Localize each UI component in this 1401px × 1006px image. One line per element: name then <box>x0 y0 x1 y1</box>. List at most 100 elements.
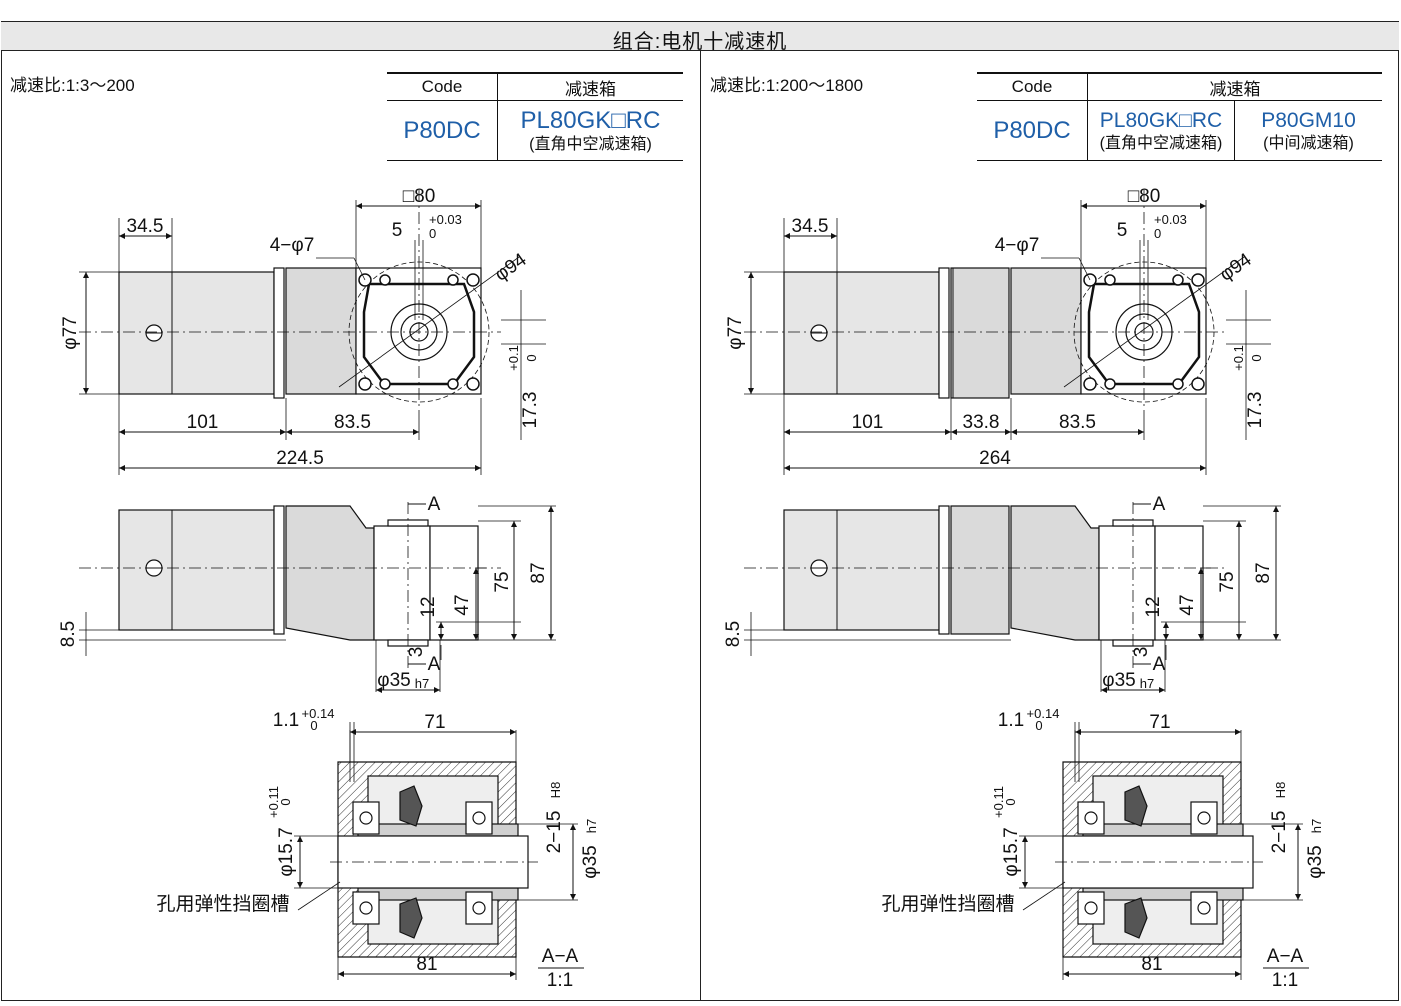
arrow-head <box>119 429 125 435</box>
arrow-head <box>1075 729 1081 735</box>
dim-len-motor: 101 <box>852 412 884 433</box>
dim-bore-tol-bot: 0 <box>278 798 293 805</box>
arrow-head <box>434 687 440 693</box>
gear-tooth-bottom <box>1124 897 1148 939</box>
arrow-head <box>951 429 957 435</box>
section-a-bottom: A <box>428 654 441 675</box>
dim-h-12: 12 <box>418 596 439 617</box>
left-col-code: Code <box>387 72 498 101</box>
arrow-head <box>570 824 576 830</box>
arrow-head <box>1235 729 1241 735</box>
mount-hole <box>466 273 480 287</box>
gearbox-body <box>285 267 357 395</box>
mount-hole <box>1104 378 1116 390</box>
dim-key: 5 <box>392 220 403 241</box>
arrow-head <box>510 729 516 735</box>
motor-body <box>783 271 940 395</box>
dim-w-81: 81 <box>1141 954 1162 975</box>
dim-key-tol-top: +0.03 <box>1154 212 1187 227</box>
arrow-head <box>784 233 790 239</box>
dim-dia-35: φ35 <box>377 670 410 691</box>
dim-gap-tol-top: +0.14 <box>302 706 335 721</box>
arrow-head <box>1159 687 1165 693</box>
bearing-ball <box>359 811 373 825</box>
bearing-ball <box>359 901 373 915</box>
section-a-top: A <box>428 494 441 515</box>
dim-gap: 1.1 <box>998 710 1024 731</box>
dim-w-81: 81 <box>416 954 437 975</box>
pcd-leader <box>338 256 520 388</box>
dim-h-8-5: 8.5 <box>58 621 79 647</box>
dim-h7: h7 <box>415 676 429 691</box>
arrow-head <box>350 729 356 735</box>
left-code-table: Code 减速箱 P80DC PL80GK□RC(直角中空减速箱) <box>387 72 683 161</box>
right-model: PL80GK□RC <box>1099 108 1223 132</box>
dim-len-gear: 83.5 <box>1059 412 1096 433</box>
bearing-ball <box>1197 901 1211 915</box>
dim-pcd: φ94 <box>1216 249 1256 286</box>
bearing-ball <box>472 811 486 825</box>
dim-bore-tol-top: +0.11 <box>266 786 281 818</box>
mount-hole <box>447 378 459 390</box>
arrow-head <box>1273 506 1279 512</box>
mid-gearbox <box>950 267 1010 399</box>
mount-hole <box>379 378 391 390</box>
dim-H8: H8 <box>1273 782 1288 799</box>
mount-hole <box>1083 377 1097 391</box>
mount-hole <box>1104 274 1116 286</box>
gearbox-body-side <box>1010 505 1100 641</box>
gear-tooth-top <box>1124 785 1148 827</box>
right-col-code: Code <box>977 72 1088 101</box>
ring-label: 孔用弹性挡圈槽 <box>881 893 1014 915</box>
arrow-head <box>1200 203 1206 209</box>
gear-tooth-top <box>399 785 423 827</box>
arrow-head <box>438 622 444 628</box>
arrow-head <box>297 882 303 888</box>
arrow-head <box>784 429 790 435</box>
mount-hole <box>447 274 459 286</box>
dim-line <box>353 257 366 281</box>
dim-key-tol-bot: 0 <box>429 226 436 241</box>
arrow-head <box>475 465 481 471</box>
mid-gearbox-side <box>950 505 1010 635</box>
left-model: PL80GK□RC <box>520 106 661 134</box>
dim-h7: h7 <box>1140 676 1154 691</box>
shaft-lower <box>1082 887 1244 901</box>
arrow-head <box>945 429 951 435</box>
bearing-ball <box>1197 811 1211 825</box>
ring-leader <box>297 881 341 911</box>
dim-dia-35: φ35 <box>1102 670 1135 691</box>
mount-hole <box>358 377 372 391</box>
bearing-ball <box>1084 901 1098 915</box>
arrow-head <box>1236 521 1242 527</box>
gearbox-face-side <box>373 525 431 641</box>
mount-hole <box>1172 274 1184 286</box>
shaft-upper <box>1082 823 1244 837</box>
dim-h-75: 75 <box>1217 571 1238 592</box>
motor-flange-side <box>938 505 950 635</box>
header-bar: 组合:电机十减速机 <box>1 21 1399 53</box>
section-scale: 1:1 <box>547 970 573 991</box>
dim-dia-motor: φ77 <box>60 316 81 349</box>
arrow-head <box>1200 465 1206 471</box>
dim-bore: φ15.7 <box>276 827 297 876</box>
dim-bore2: 2−15 <box>1269 811 1290 854</box>
right-code-value: P80DC <box>977 100 1088 161</box>
gear-tooth-bottom <box>399 897 423 939</box>
dim-gap-tol-bot: 0 <box>310 718 317 733</box>
mount-hole <box>1191 377 1205 391</box>
arrow-head <box>338 971 344 977</box>
section-title: A−A <box>1267 946 1304 967</box>
right-model2-sub: (中间减速箱) <box>1263 134 1354 152</box>
dim-gap: 1.1 <box>273 710 299 731</box>
dim-shaft-off-tol-bot: 0 <box>524 354 539 361</box>
motor-flange <box>938 267 950 399</box>
arrow-head <box>1022 882 1028 888</box>
dim-h7b: h7 <box>1309 819 1324 833</box>
mount-hole <box>379 274 391 286</box>
dim-h7b: h7 <box>584 819 599 833</box>
arrow-head <box>1063 971 1069 977</box>
arrow-head <box>119 465 125 471</box>
